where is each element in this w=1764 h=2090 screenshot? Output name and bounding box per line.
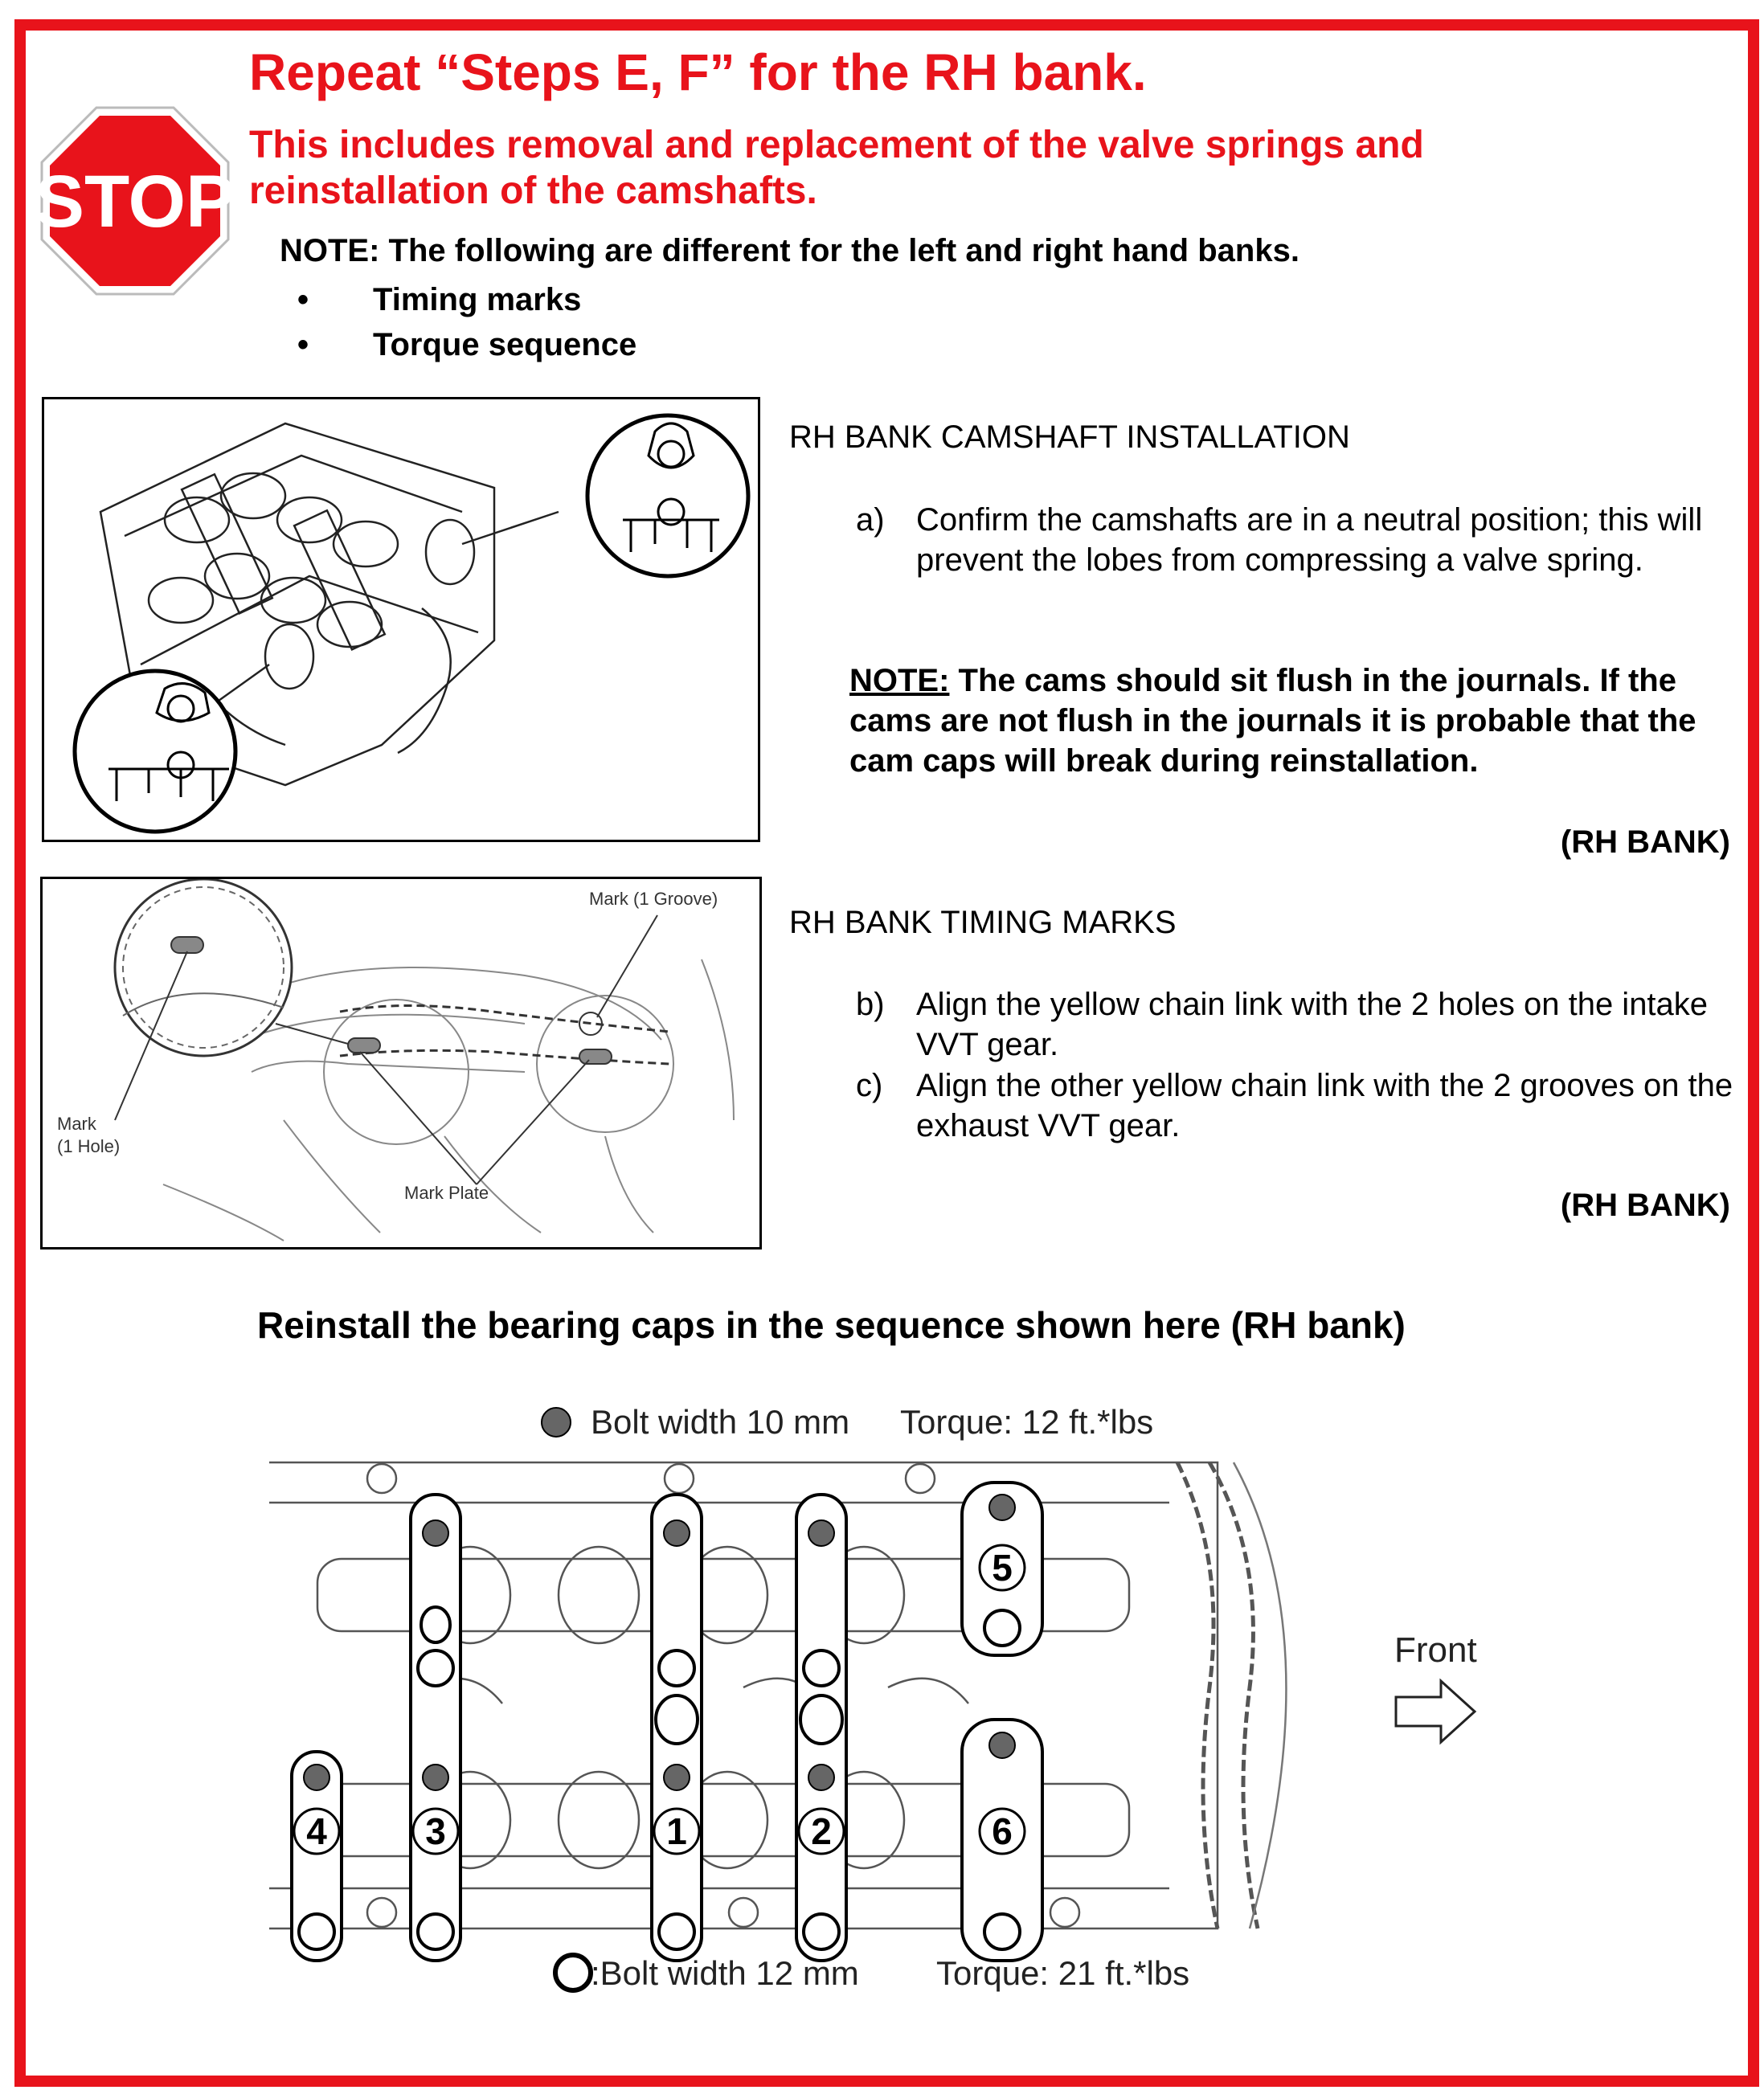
camshaft-installation-heading: RH BANK CAMSHAFT INSTALLATION	[789, 419, 1350, 455]
step-text: Align the other yellow chain link with t…	[916, 1068, 1733, 1143]
camshaft-installation-figure	[42, 397, 760, 842]
step-label: c)	[856, 1068, 883, 1103]
large-bolt-icon	[553, 1953, 593, 1993]
list-item: •Torque sequence	[297, 327, 637, 362]
front-arrow-icon	[1394, 1678, 1477, 1745]
rh-bank-tag: (RH BANK)	[1560, 824, 1730, 860]
bearing-cap-3	[409, 1493, 462, 1962]
step-a: a) Confirm the camshafts are in a neutra…	[856, 500, 1764, 620]
bearing-cap-4	[290, 1750, 343, 1962]
front-label: Front	[1394, 1630, 1477, 1670]
page-title: Repeat “Steps E, F” for the RH bank.	[249, 43, 1147, 101]
step-c: c) Align the other yellow chain link wit…	[856, 1065, 1764, 1146]
page-border	[14, 19, 1759, 2087]
sequence-number-5: 5	[992, 1547, 1013, 1589]
page-subtitle: This includes removal and replacement of…	[249, 124, 1424, 212]
hole-mark-label: Mark	[57, 1114, 97, 1134]
sequence-number-2: 2	[811, 1810, 832, 1852]
sequence-number-6: 6	[992, 1810, 1013, 1852]
stop-sign-icon: STOP	[39, 106, 231, 296]
mark-plate-label: Mark Plate	[404, 1183, 489, 1203]
list-item: •Timing marks	[297, 282, 582, 317]
stop-sign-text: STOP	[39, 161, 231, 243]
hole-mark-sublabel: (1 Hole)	[57, 1136, 120, 1156]
timing-chain-drawing: Mark (1 Groove) Mark (1 Hole) Mark Plate	[57, 877, 735, 1241]
sequence-number-3: 3	[425, 1810, 446, 1852]
step-label: a)	[856, 502, 885, 538]
sequence-number-4: 4	[306, 1810, 327, 1852]
step-text: Align the yellow chain link with the 2 h…	[916, 987, 1709, 1062]
bearing-caps-caption: Reinstall the bearing caps in the sequen…	[257, 1304, 1406, 1346]
step-b: b) Align the yellow chain link with the …	[856, 984, 1764, 1065]
step-text: Confirm the camshafts are in a neutral p…	[916, 502, 1703, 578]
flush-journals-note: NOTE: The cams should sit flush in the j…	[849, 663, 1696, 779]
bank-differences-list: •Timing marks •Torque sequence	[297, 277, 636, 367]
bearing-cap-sequence-diagram: Bolt width 10 mm Torque: 12 ft.*lbs	[269, 1403, 1477, 1993]
timing-marks-heading: RH BANK TIMING MARKS	[789, 905, 1177, 940]
small-bolt-torque: Torque: 12 ft.*lbs	[900, 1403, 1153, 1441]
large-bolt-width: :Bolt width 12 mm	[591, 1954, 859, 1992]
large-bolt-torque: Torque: 21 ft.*lbs	[936, 1954, 1189, 1992]
small-bolt-width: Bolt width 10 mm	[591, 1403, 849, 1441]
groove-mark-label: Mark (1 Groove)	[589, 889, 718, 909]
bank-differences-note: NOTE: The following are different for th…	[280, 233, 1299, 268]
sequence-number-1: 1	[666, 1810, 687, 1852]
timing-marks-figure: Mark (1 Groove) Mark (1 Hole) Mark Plate	[40, 877, 762, 1250]
cylinder-head-drawing	[72, 413, 751, 834]
step-label: b)	[856, 987, 885, 1022]
rh-bank-tag: (RH BANK)	[1560, 1188, 1730, 1223]
small-bolt-icon	[541, 1407, 571, 1438]
